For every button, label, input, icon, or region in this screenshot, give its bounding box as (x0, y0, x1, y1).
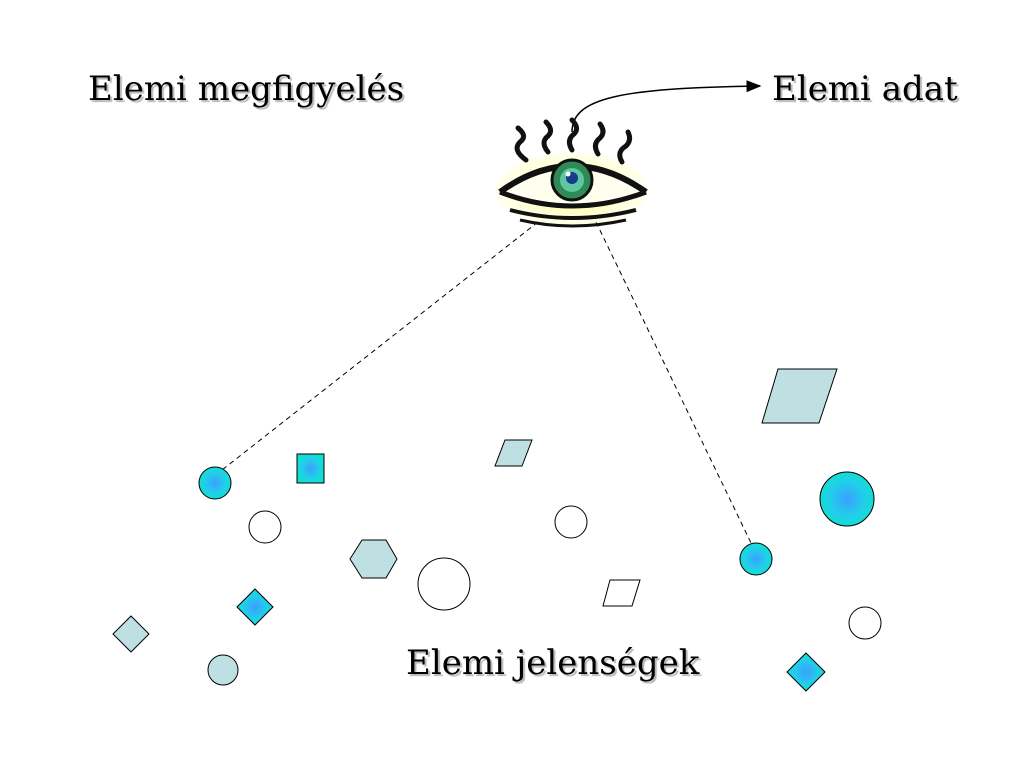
circle-light (207, 654, 239, 686)
label-elemi-megfigyeles: Elemi megfigyelés (88, 69, 405, 109)
parallelogram-small (494, 439, 533, 467)
circle-cyan-observed-left (198, 466, 232, 500)
circle-white-3 (848, 606, 882, 640)
circle-cyan-observed-right (739, 542, 773, 576)
phenomena-shapes (112, 368, 882, 692)
sight-line-left (221, 221, 539, 471)
label-elemi-jelensegek: Elemi jelenségek (406, 643, 700, 683)
diamond-light (112, 615, 150, 653)
sight-line-right (595, 221, 753, 546)
diamond-cyan-2 (786, 652, 826, 692)
circle-cyan-large (819, 471, 875, 527)
label-elemi-adat: Elemi adat (772, 69, 958, 109)
diamond-cyan-1 (236, 588, 274, 626)
parallelogram-large (761, 368, 838, 424)
square-cyan (296, 453, 325, 484)
circle-white-large (417, 557, 471, 611)
hexagon (349, 539, 398, 579)
eye-icon (496, 117, 648, 228)
parallelogram-white (602, 579, 641, 607)
circle-white-2 (554, 505, 588, 539)
circle-white-1 (248, 510, 282, 544)
